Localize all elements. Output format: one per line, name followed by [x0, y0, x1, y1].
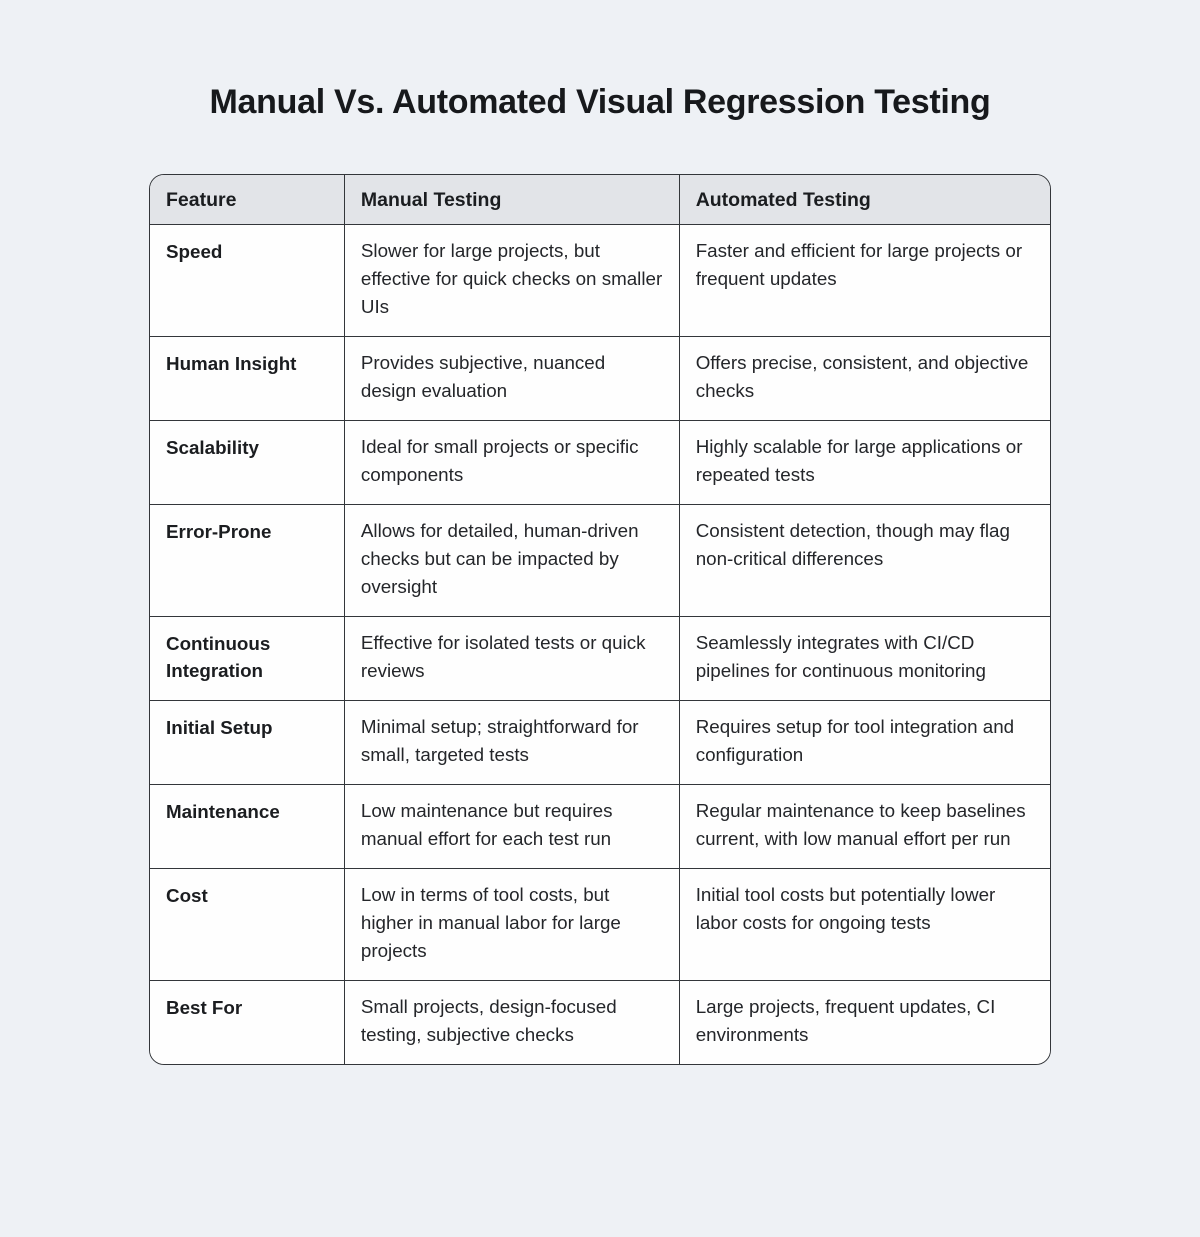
feature-cell: Scalability [150, 420, 345, 505]
feature-cell: Initial Setup [150, 700, 345, 785]
manual-cell: Provides subjective, nuanced design eval… [344, 336, 680, 421]
automated-cell: Regular maintenance to keep baselines cu… [679, 784, 1050, 869]
page-title: Manual Vs. Automated Visual Regression T… [209, 83, 991, 121]
header-cell-feature: Feature [150, 175, 345, 225]
header-cell-automated: Automated Testing [679, 175, 1050, 225]
table-row: Scalability Ideal for small projects or … [150, 420, 1050, 505]
automated-cell: Consistent detection, though may flag no… [679, 504, 1050, 617]
table-row: Cost Low in terms of tool costs, but hig… [150, 868, 1050, 981]
manual-cell: Allows for detailed, human-driven checks… [344, 504, 680, 617]
manual-cell: Slower for large projects, but effective… [344, 224, 680, 337]
manual-cell: Small projects, design-focused testing, … [344, 980, 680, 1064]
feature-cell: Error-Prone [150, 504, 345, 617]
feature-cell: Cost [150, 868, 345, 981]
manual-cell: Low in terms of tool costs, but higher i… [344, 868, 680, 981]
automated-cell: Large projects, frequent updates, CI env… [679, 980, 1050, 1064]
automated-cell: Highly scalable for large applications o… [679, 420, 1050, 505]
table-header-row: Feature Manual Testing Automated Testing [150, 175, 1050, 225]
automated-cell: Seamlessly integrates with CI/CD pipelin… [679, 616, 1050, 701]
table-row: Best For Small projects, design-focused … [150, 980, 1050, 1064]
feature-cell: Best For [150, 980, 345, 1064]
automated-cell: Requires setup for tool integration and … [679, 700, 1050, 785]
comparison-table: Feature Manual Testing Automated Testing… [149, 174, 1051, 1065]
table-row: Error-Prone Allows for detailed, human-d… [150, 504, 1050, 617]
manual-cell: Minimal setup; straightforward for small… [344, 700, 680, 785]
automated-cell: Faster and efficient for large projects … [679, 224, 1050, 337]
feature-cell: Maintenance [150, 784, 345, 869]
table-row: Speed Slower for large projects, but eff… [150, 224, 1050, 337]
automated-cell: Initial tool costs but potentially lower… [679, 868, 1050, 981]
manual-cell: Effective for isolated tests or quick re… [344, 616, 680, 701]
table-row: Continuous Integration Effective for iso… [150, 616, 1050, 701]
table-row: Initial Setup Minimal setup; straightfor… [150, 700, 1050, 785]
table-row: Maintenance Low maintenance but requires… [150, 784, 1050, 869]
header-cell-manual: Manual Testing [344, 175, 680, 225]
comparison-table-grid: Feature Manual Testing Automated Testing… [150, 175, 1050, 1064]
manual-cell: Low maintenance but requires manual effo… [344, 784, 680, 869]
feature-cell: Speed [150, 224, 345, 337]
feature-cell: Continuous Integration [150, 616, 345, 701]
table-row: Human Insight Provides subjective, nuanc… [150, 336, 1050, 421]
manual-cell: Ideal for small projects or specific com… [344, 420, 680, 505]
automated-cell: Offers precise, consistent, and objectiv… [679, 336, 1050, 421]
feature-cell: Human Insight [150, 336, 345, 421]
